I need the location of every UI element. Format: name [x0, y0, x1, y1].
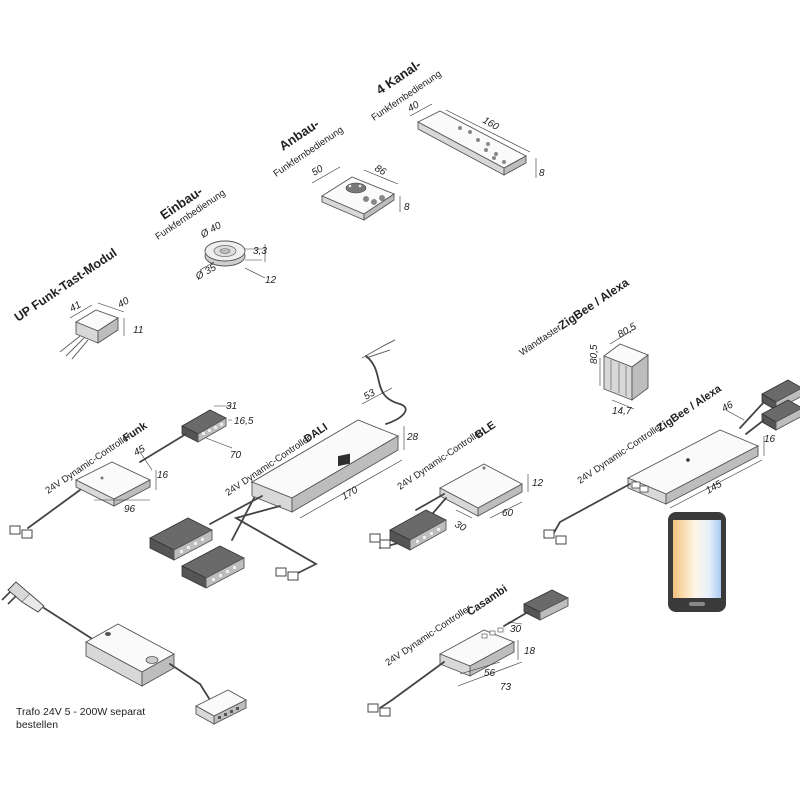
- power-plug-icon: [1, 581, 45, 613]
- funk-title: Funk: [121, 419, 150, 444]
- anbau-dim-height: 8: [404, 202, 410, 213]
- einbau-dim-height-total: 12: [265, 275, 277, 286]
- up-funk-dim-depth: 40: [116, 295, 132, 310]
- zigbee-distributor-2: [761, 399, 800, 431]
- trafo: [1, 581, 247, 725]
- einbau-dim-height-top: 3,3: [253, 246, 267, 257]
- wandtaster-prefix: Wandtaster: [518, 322, 564, 358]
- controller-funk: 24V Dynamic-Controller Funk 31 16,5 70 4…: [9, 401, 254, 539]
- einbau-dim-diameter-bottom: Ø 35: [193, 262, 219, 283]
- wandtaster-title: ZigBee / Alexa: [556, 275, 632, 332]
- controller-dali: 24V Dynamic-Controller DALI 53 28 170: [149, 339, 419, 589]
- anbau-dim-length: 86: [373, 163, 389, 178]
- ble-dim-length: 60: [502, 508, 514, 519]
- casambi-dim-inner: 56: [484, 668, 496, 679]
- anbau-dim-width: 50: [310, 163, 326, 178]
- casambi-dim-height: 18: [524, 646, 536, 657]
- dali-dim-length: 170: [340, 485, 360, 503]
- dali-distributor-2: [181, 545, 245, 589]
- funk-dim-ctrl-length: 96: [124, 504, 136, 515]
- dali-distributor-1: [149, 517, 213, 561]
- kanal4-funkfernbedienung: 4 Kanal- Funkfernbedienung 40 160 8: [370, 57, 545, 179]
- ble-dim-width: 30: [453, 519, 469, 534]
- ble-dim-height: 12: [532, 478, 544, 489]
- trafo-note-line1: Trafo 24V 5 - 200W separat: [16, 706, 146, 718]
- trafo-note: Trafo 24V 5 - 200W separat bestellen: [16, 706, 145, 732]
- zigbee-title: ZigBee / Alexa: [655, 382, 724, 434]
- funk-dim-dist-height: 16,5: [234, 416, 254, 427]
- zigbee-dim-dist: 46: [720, 399, 736, 414]
- einbau-dim-diameter-top: Ø 40: [198, 220, 224, 241]
- wandtaster-dim-height: 80,5: [589, 344, 600, 364]
- kanal4-dim-width: 40: [406, 99, 422, 114]
- wandtaster-dim-depth: 14,7: [612, 406, 632, 417]
- smartphone-icon: [668, 512, 726, 612]
- casambi-dim-length: 73: [500, 682, 512, 693]
- ble-title: BLE: [473, 419, 498, 441]
- trafo-note-line2: bestellen: [16, 719, 59, 731]
- anbau-funkfernbedienung: Anbau- Funkfernbedienung 50 86 8: [272, 116, 410, 221]
- dali-dim-height: 28: [406, 432, 419, 443]
- up-funk-dim-width: 41: [68, 300, 83, 315]
- casambi-dim-width: 30: [510, 624, 522, 635]
- zigbee-dim-height: 16: [764, 434, 776, 445]
- einbau-funkfernbedienung: Einbau- Funkfernbedienung Ø 40 3,3 Ø 35 …: [154, 183, 277, 286]
- up-funk-tast-modul: UP Funk-Tast-Modul 41 40 11: [12, 246, 143, 360]
- dali-dim-cable: 53: [362, 387, 378, 402]
- casambi-title: Casambi: [465, 583, 510, 619]
- wandtaster-zigbee: Wandtaster ZigBee / Alexa 80,5 80,5 14,7: [518, 275, 649, 417]
- ble-distributor: [389, 509, 447, 551]
- up-funk-dim-height: 11: [133, 325, 143, 336]
- kanal4-dim-length: 160: [481, 115, 501, 133]
- funk-dim-dist-width: 31: [226, 401, 237, 412]
- funk-dim-ctrl-width: 45: [132, 443, 148, 458]
- kanal4-dim-height: 8: [539, 168, 545, 179]
- controller-zigbee: 24V Dynamic-Controller ZigBee / Alexa 46…: [543, 379, 800, 545]
- casambi-distributor: [523, 589, 569, 621]
- funk-dim-ctrl-height: 16: [157, 470, 169, 481]
- wandtaster-dim-width: 80,5: [616, 321, 639, 340]
- funk-dim-dist-length: 70: [230, 450, 242, 461]
- controller-casambi: 24V Dynamic-Controller Casambi 30 18 56 …: [367, 583, 569, 717]
